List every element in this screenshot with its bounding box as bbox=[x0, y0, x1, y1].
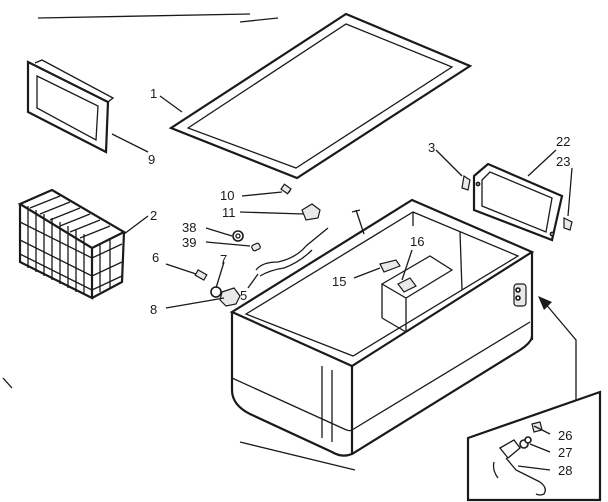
callout-26: 26 bbox=[558, 428, 572, 443]
callout-28: 28 bbox=[558, 463, 572, 478]
callout-2: 2 bbox=[150, 208, 157, 223]
callout-8: 8 bbox=[150, 302, 157, 317]
callout-3: 3 bbox=[428, 140, 435, 155]
wire-basket bbox=[17, 188, 127, 300]
access-panel bbox=[472, 162, 564, 242]
callout-5: 5 bbox=[240, 288, 247, 303]
callout-11: 11 bbox=[222, 205, 236, 220]
hardware-parts bbox=[194, 174, 573, 307]
callout-23: 23 bbox=[556, 154, 570, 169]
scan-marks bbox=[2, 13, 356, 471]
callout-27: 27 bbox=[558, 445, 572, 460]
lid-gasket bbox=[168, 12, 473, 180]
callout-22: 22 bbox=[556, 134, 570, 149]
freezer-cabinet bbox=[229, 198, 535, 457]
leader-lines bbox=[111, 95, 573, 471]
callout-15: 15 bbox=[332, 274, 346, 289]
callout-10: 10 bbox=[220, 188, 234, 203]
callout-38: 38 bbox=[182, 220, 196, 235]
callout-16: 16 bbox=[410, 234, 424, 249]
small-frame-panel bbox=[26, 59, 115, 154]
inset-detail bbox=[466, 390, 602, 502]
callout-39: 39 bbox=[182, 235, 196, 250]
callout-7: 7 bbox=[220, 252, 227, 267]
callout-1: 1 bbox=[150, 86, 157, 101]
callout-9: 9 bbox=[148, 152, 155, 167]
detail-arrow bbox=[538, 296, 577, 400]
callout-6: 6 bbox=[152, 250, 159, 265]
callout-labels: 1 9 2 10 11 38 39 6 7 5 8 3 22 23 16 15 … bbox=[148, 86, 572, 478]
